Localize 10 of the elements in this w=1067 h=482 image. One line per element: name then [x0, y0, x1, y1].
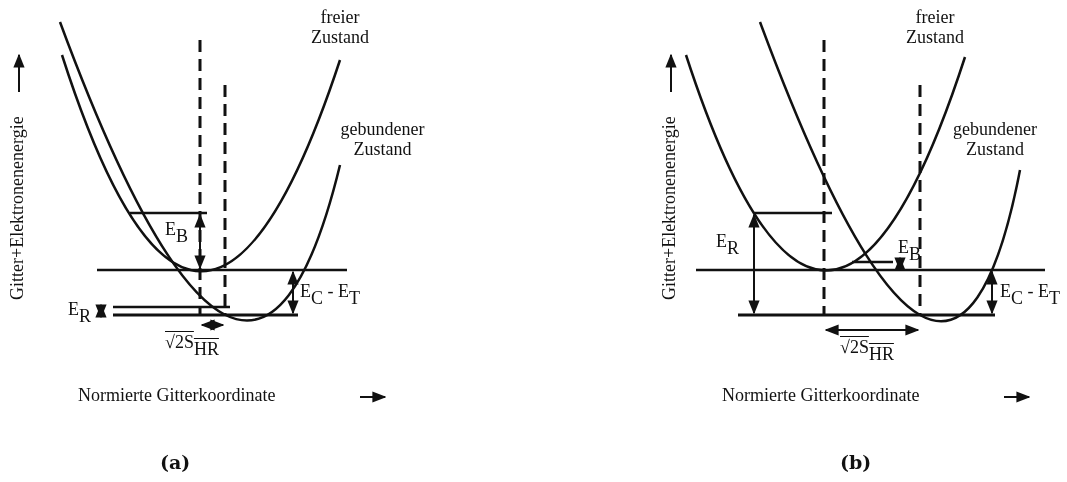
curve-label: gebundener Zustand [339, 120, 426, 160]
axis-label: Gitter+Elektronenenergie [8, 116, 28, 300]
panel-label: (a) [160, 452, 191, 473]
curve-label: freier Zustand [905, 8, 965, 48]
curve-label: gebundener Zustand [952, 120, 1038, 160]
panel-label: (b) [840, 452, 872, 473]
axis-label: Normierte Gitterkoordinate [722, 386, 920, 406]
axis-label: Gitter+Elektronenenergie [660, 116, 680, 300]
axis-label: Normierte Gitterkoordinate [78, 386, 276, 406]
curve-label: freier Zustand [310, 8, 370, 48]
